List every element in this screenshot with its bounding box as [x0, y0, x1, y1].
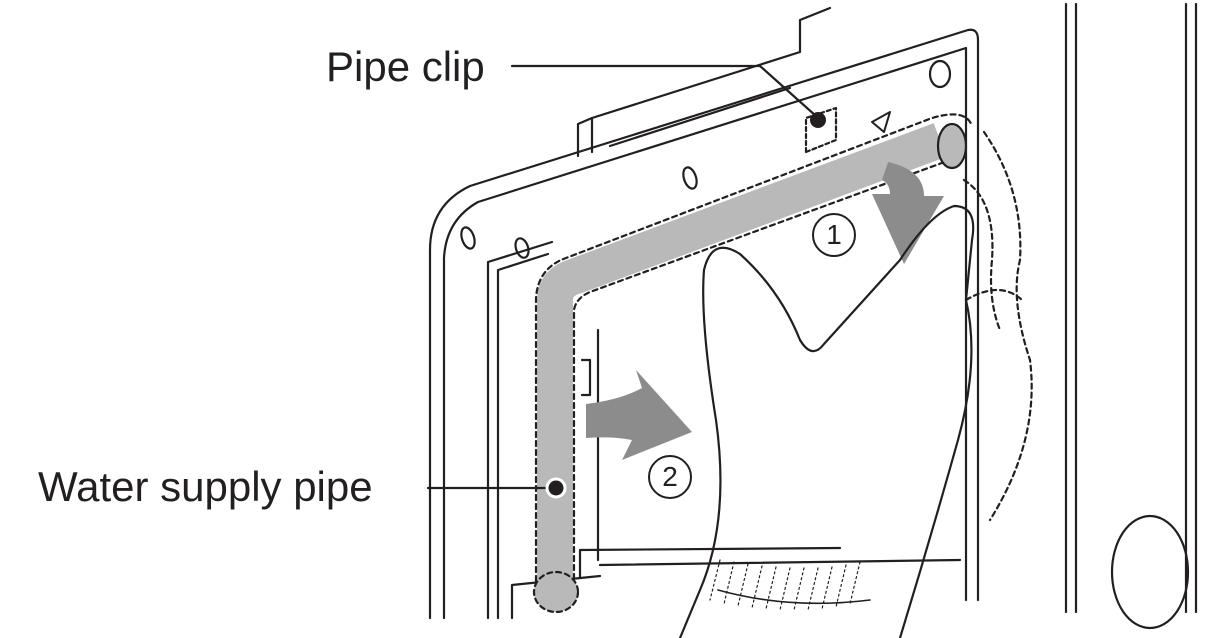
unit-panel-frame — [428, 2, 1198, 630]
pipe-clip — [804, 106, 891, 154]
callout-leaders — [426, 64, 818, 499]
step-arrows — [586, 162, 944, 460]
water-supply-pipe-label: Water supply pipe — [38, 463, 373, 510]
gloved-hand — [678, 130, 1033, 638]
water-supply-pipe — [532, 113, 974, 614]
step-two-marker: 2 — [648, 455, 692, 499]
pipe-clip-label: Pipe clip — [326, 43, 485, 90]
step-one-marker: 1 — [812, 213, 856, 257]
